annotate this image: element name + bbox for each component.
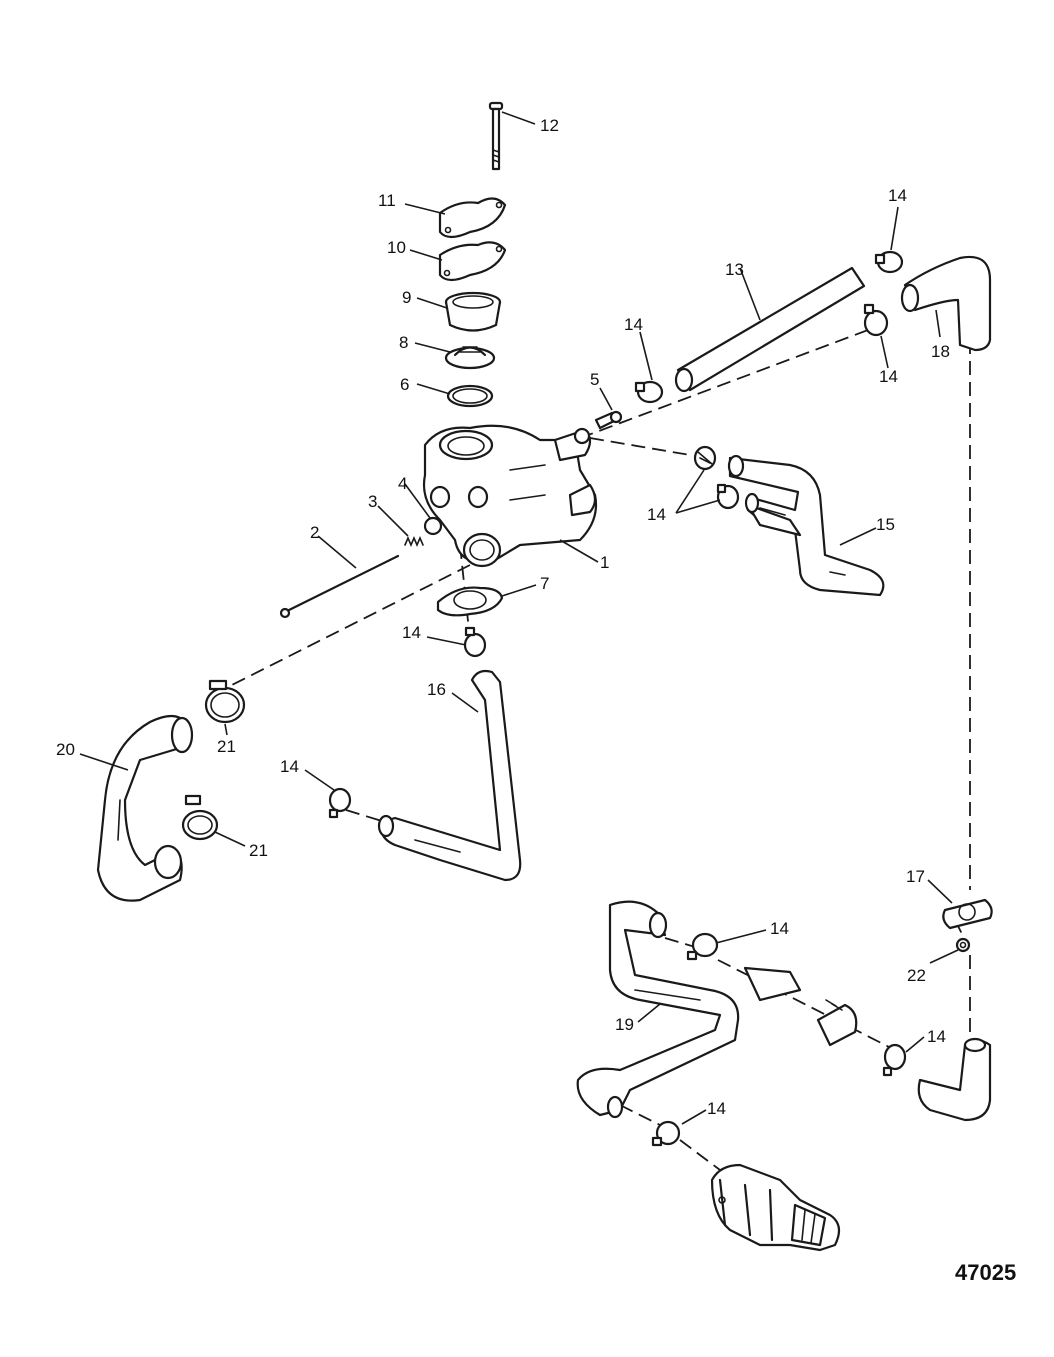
callout-labels: 12 11 10 9 8 6 5 4 3 2 1 7 13 14 14 14 1… xyxy=(56,116,950,1118)
clamp-mid-14 xyxy=(634,380,664,404)
callout-21-lower: 21 xyxy=(249,841,268,860)
callout-14-hose-19-upper: 14 xyxy=(770,919,789,938)
hose-lower-right-elbow xyxy=(917,1037,992,1122)
ball-upper xyxy=(573,427,591,445)
hose-part-16 xyxy=(377,669,522,882)
bolt-part-12 xyxy=(488,101,504,171)
callout-14-lower-right: 14 xyxy=(927,1027,946,1046)
callout-22: 22 xyxy=(907,966,926,985)
hose-part-18 xyxy=(900,255,992,352)
callout-14-hose-19-lower: 14 xyxy=(707,1099,726,1118)
clamp-21-upper xyxy=(204,679,246,724)
clip-part-17 xyxy=(942,898,993,930)
thermostat-housing-part-1 xyxy=(422,424,598,568)
callout-21-upper: 21 xyxy=(217,737,236,756)
clamp-15-lower xyxy=(716,483,740,510)
cover-part-11 xyxy=(438,197,507,239)
callout-13: 13 xyxy=(725,260,744,279)
callout-20: 20 xyxy=(56,740,75,759)
figure-number: 47025 xyxy=(955,1260,1016,1285)
callout-11: 11 xyxy=(378,191,396,210)
hose-part-19 xyxy=(576,900,740,1119)
pump-assembly xyxy=(710,1163,841,1252)
assembly-lines xyxy=(221,329,971,1171)
clamp-19-upper xyxy=(686,932,719,961)
callout-8: 8 xyxy=(399,333,408,352)
callout-3: 3 xyxy=(368,492,377,511)
plug-part-5 xyxy=(594,410,623,430)
callout-14-top-right: 14 xyxy=(888,186,907,205)
gasket-part-10 xyxy=(438,241,507,282)
callout-14-hose-15: 14 xyxy=(647,505,666,524)
callout-7: 7 xyxy=(540,574,549,593)
callout-16: 16 xyxy=(427,680,446,699)
callout-12: 12 xyxy=(540,116,559,135)
callout-10: 10 xyxy=(387,238,406,257)
callout-4: 4 xyxy=(398,474,407,493)
callout-5: 5 xyxy=(590,370,599,389)
ball-part-4 xyxy=(423,516,443,536)
hose-clamps xyxy=(181,250,907,1147)
leader-lines xyxy=(79,111,959,1125)
callout-2: 2 xyxy=(310,523,319,542)
callout-17: 17 xyxy=(906,867,925,886)
o-ring-part-6 xyxy=(446,384,494,408)
callout-1: 1 xyxy=(600,553,609,572)
clamp-near-13 xyxy=(874,250,904,274)
clamp-16 xyxy=(463,626,487,658)
fitting-cylinder xyxy=(743,966,858,1047)
callout-6: 6 xyxy=(400,375,409,394)
hose-part-15 xyxy=(727,454,885,597)
hose-part-13 xyxy=(674,266,866,393)
callout-9: 9 xyxy=(402,288,411,307)
callout-14-right: 14 xyxy=(879,367,898,386)
callout-14-hose-16: 14 xyxy=(402,623,421,642)
sleeve-part-9 xyxy=(444,291,502,332)
callout-19: 19 xyxy=(615,1015,634,1034)
spring-part-3 xyxy=(404,535,424,548)
callout-15: 15 xyxy=(876,515,895,534)
nut-part-22 xyxy=(955,937,971,953)
clamp-15-upper xyxy=(693,445,717,471)
gasket-part-7 xyxy=(436,586,504,617)
callout-18: 18 xyxy=(931,342,950,361)
clamp-14-left xyxy=(328,787,352,819)
callout-14-left: 14 xyxy=(280,757,299,776)
hose-part-20 xyxy=(96,714,194,902)
clamp-19-lower xyxy=(651,1120,681,1147)
clamp-lower-right xyxy=(882,1043,907,1077)
thermostat-part-8 xyxy=(444,346,496,370)
clamp-21-lower xyxy=(181,794,219,841)
clamp-right-14 xyxy=(863,303,889,337)
callout-14-mid: 14 xyxy=(624,315,643,334)
rod-part-2 xyxy=(279,554,400,619)
